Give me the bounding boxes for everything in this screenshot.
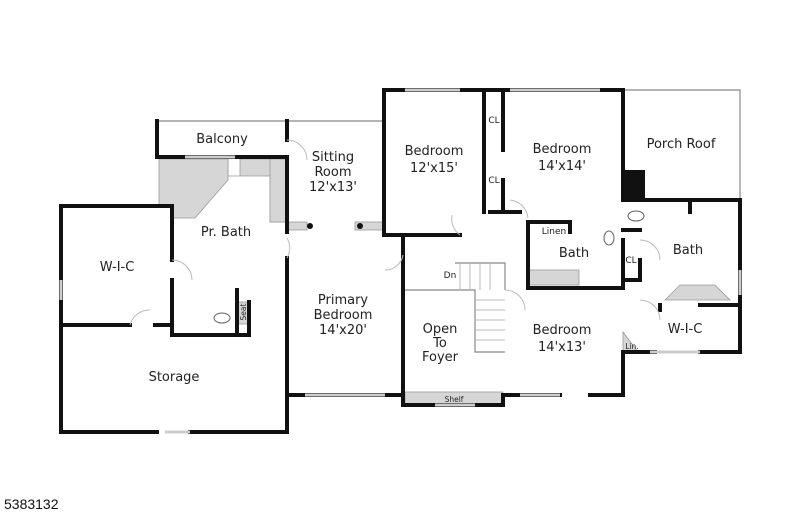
porch-roof-label: Porch Roof xyxy=(647,137,716,152)
primary-bedroom-label-2: Bedroom xyxy=(314,308,373,323)
bedroom3-label: Bedroom xyxy=(533,323,592,338)
primary-bedroom-dims: 14'x20' xyxy=(319,323,367,338)
closet-label: CL xyxy=(488,176,499,186)
bedroom2-label: Bedroom xyxy=(533,142,592,157)
closet-label: CL xyxy=(488,116,499,126)
wic-left-label: W-I-C xyxy=(100,260,135,275)
doors xyxy=(129,139,661,326)
primary-bedroom-label: Primary xyxy=(318,293,369,308)
listing-id: 5383132 xyxy=(4,496,59,512)
closet-label: CL xyxy=(625,256,636,266)
shelf-label: Shelf xyxy=(445,395,464,404)
pr-bath-label: Pr. Bath xyxy=(201,225,251,240)
sitting-room-label-2: Room xyxy=(314,165,351,180)
balcony-label: Balcony xyxy=(196,132,248,147)
seat-label: Seat xyxy=(239,303,248,320)
wic-right-label: W-I-C xyxy=(668,322,703,337)
sitting-room-dims: 12'x13' xyxy=(309,180,357,195)
sitting-room-label: Sitting xyxy=(312,150,354,165)
chimney xyxy=(623,170,645,200)
bedroom2-dims: 14'x14' xyxy=(538,159,586,174)
open-to-foyer-label-3: Foyer xyxy=(422,350,459,365)
bath-mid-label: Bath xyxy=(559,246,589,261)
bedroom3-dims: 14'x13' xyxy=(538,340,586,355)
stairs-down-label: Dn xyxy=(444,271,457,281)
linen-closet-label: Lin. xyxy=(625,342,638,351)
bedroom1-label: Bedroom xyxy=(405,144,464,159)
toilet-icons xyxy=(213,210,645,324)
linen-label: Linen xyxy=(542,227,566,237)
bath-right-label: Bath xyxy=(673,243,703,258)
open-to-foyer-label-1: Open xyxy=(423,322,458,337)
storage-label: Storage xyxy=(149,370,200,385)
windows xyxy=(59,88,742,434)
stairs xyxy=(403,262,506,353)
open-to-foyer-label-2: To xyxy=(432,336,447,351)
bedroom1-dims: 12'x15' xyxy=(410,161,458,176)
